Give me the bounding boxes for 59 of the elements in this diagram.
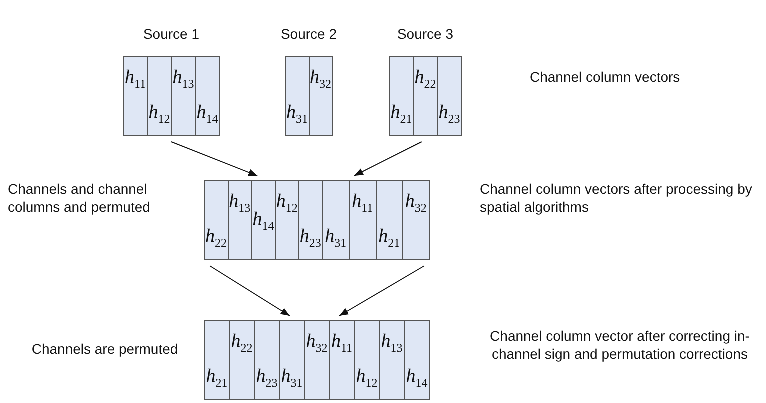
channel-symbol: h$_{21}$ bbox=[206, 366, 228, 391]
vector-column bbox=[304, 321, 329, 399]
channel-symbol: h$_{22}$ bbox=[231, 331, 253, 356]
arrow bbox=[209, 266, 290, 316]
channel-symbol: h$_{22}$ bbox=[414, 67, 436, 92]
vector-column bbox=[147, 57, 171, 135]
source-heading: Source 3 bbox=[397, 26, 454, 42]
vector-column bbox=[329, 321, 354, 399]
annotation-text: Channels and channel columns and permuted bbox=[8, 180, 152, 216]
channel-symbol: h$_{23}$ bbox=[300, 226, 322, 251]
annotation-text: Channel column vectors bbox=[530, 68, 682, 86]
vector-column bbox=[402, 181, 429, 259]
vector-column bbox=[251, 181, 275, 259]
vector-column bbox=[437, 57, 461, 135]
vector-column bbox=[274, 181, 298, 259]
vector-column bbox=[228, 181, 252, 259]
channel-symbol: h$_{14}$ bbox=[196, 102, 218, 127]
channel-symbol: h$_{11}$ bbox=[352, 191, 374, 216]
vector-column bbox=[404, 321, 429, 399]
annotation-text: Channels are permuted bbox=[30, 340, 180, 358]
vector-column bbox=[229, 321, 254, 399]
vector-column bbox=[354, 321, 379, 399]
source-heading: Source 1 bbox=[143, 26, 200, 42]
vector-column bbox=[195, 57, 219, 135]
channel-symbol: h$_{13}$ bbox=[229, 191, 251, 216]
channel-symbol: h$_{11}$ bbox=[331, 331, 353, 356]
vector-column bbox=[171, 57, 195, 135]
arrow bbox=[171, 142, 258, 176]
vector-column bbox=[376, 181, 402, 259]
channel-symbol: h$_{32}$ bbox=[405, 191, 427, 216]
vector-column bbox=[348, 181, 376, 259]
vector-column bbox=[279, 321, 304, 399]
channel-symbol: h$_{31}$ bbox=[325, 226, 347, 251]
channel-symbol: h$_{12}$ bbox=[276, 191, 298, 216]
vector-column bbox=[379, 321, 404, 399]
channel-symbol: h$_{32}$ bbox=[310, 67, 332, 92]
arrow bbox=[339, 266, 426, 316]
channel-symbol: h$_{23}$ bbox=[256, 366, 278, 391]
arrow bbox=[354, 142, 422, 176]
channel-symbol: h$_{11}$ bbox=[124, 67, 146, 92]
source-heading: Source 2 bbox=[280, 26, 338, 42]
annotation-text: Channel column vector after correcting in-channel sign and permutation corrections bbox=[490, 327, 750, 364]
annotation-text: Channel column vectors after processing by spatial algorithms bbox=[480, 180, 754, 216]
vector-column bbox=[308, 57, 332, 135]
vector-column bbox=[413, 57, 437, 135]
channel-symbol: h$_{13}$ bbox=[172, 67, 194, 92]
channel-symbol: h$_{22}$ bbox=[206, 226, 228, 251]
channel-symbol: h$_{13}$ bbox=[381, 331, 403, 356]
channel-symbol: h$_{14}$ bbox=[252, 208, 274, 234]
channel-symbol: h$_{12}$ bbox=[356, 366, 378, 391]
channel-symbol: h$_{21}$ bbox=[390, 102, 412, 127]
channel-symbol: h$_{12}$ bbox=[148, 102, 170, 127]
channel-symbol: h$_{31}$ bbox=[281, 366, 303, 391]
channel-symbol: h$_{14}$ bbox=[406, 366, 428, 391]
channel-symbol: h$_{23}$ bbox=[438, 102, 460, 127]
channel-symbol: h$_{21}$ bbox=[378, 226, 400, 251]
vector-column bbox=[254, 321, 279, 399]
channel-symbol: h$_{31}$ bbox=[286, 102, 308, 127]
channel-symbol: h$_{32}$ bbox=[306, 331, 328, 356]
